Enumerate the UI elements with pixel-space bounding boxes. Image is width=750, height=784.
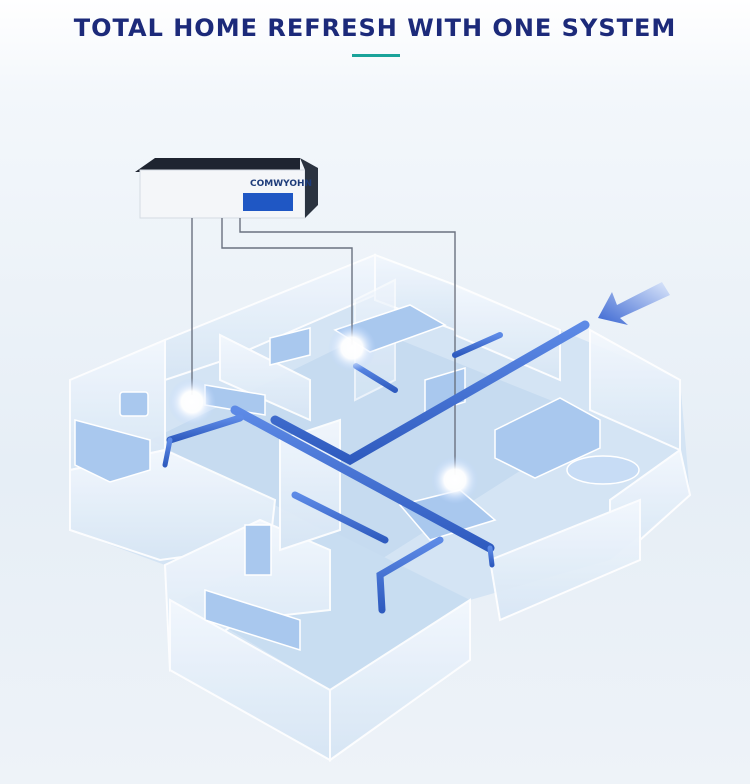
- page-title: TOTAL HOME REFRESH WITH ONE SYSTEM: [73, 14, 677, 42]
- sofa: [494, 397, 601, 479]
- dresser: [269, 327, 311, 366]
- header: TOTAL HOME REFRESH WITH ONE SYSTEM: [0, 0, 750, 70]
- air-outlets: [168, 324, 479, 504]
- house-illustration: COMWYOHN: [0, 70, 750, 784]
- nightstand: [119, 391, 149, 417]
- outlet-glow: [328, 324, 376, 372]
- shelf: [244, 524, 272, 576]
- kitchen-counter: [204, 588, 301, 652]
- unit-brand-label: COMWYOHN: [250, 179, 312, 189]
- ventilation-unit: COMWYOHN: [135, 158, 318, 219]
- bed-left: [74, 419, 151, 483]
- fresh-air-arrow: [598, 282, 670, 325]
- house-svg: COMWYOHN: [69, 158, 692, 762]
- outlet-glow: [168, 378, 216, 426]
- coffee-table: [566, 455, 640, 485]
- title-underline: [352, 54, 400, 57]
- duct-system: [162, 320, 590, 614]
- outlet-glow: [431, 456, 479, 504]
